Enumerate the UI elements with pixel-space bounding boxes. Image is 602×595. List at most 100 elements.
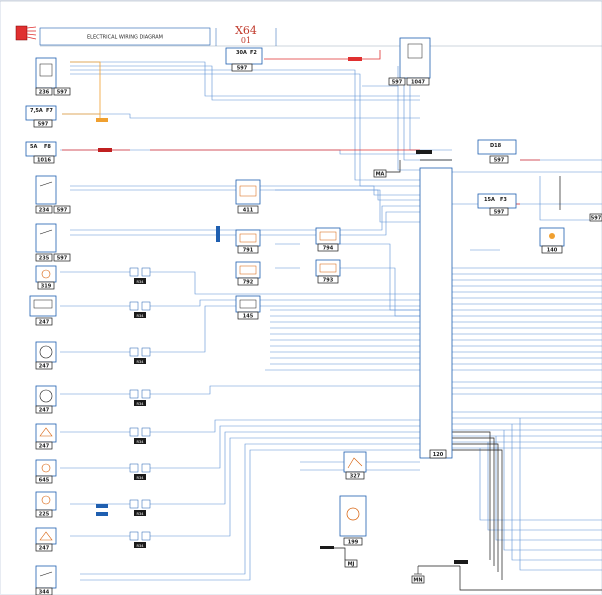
module-247-a: 247 [29, 295, 57, 326]
svg-text:597: 597 [494, 210, 505, 216]
svg-text:MA: MA [376, 172, 385, 178]
inline-connector: R34 [129, 347, 151, 364]
inline-connector: R34 [129, 463, 151, 480]
sensor-225: 225 [35, 491, 57, 518]
svg-text:794: 794 [323, 246, 334, 252]
ground-symbol-mj: MJ [344, 559, 358, 568]
lamp-247-d: 247 [35, 423, 57, 450]
svg-text:MN: MN [413, 578, 422, 584]
component-140: 140 [539, 227, 565, 254]
svg-text:597: 597 [57, 256, 68, 262]
svg-text:597: 597 [57, 90, 68, 96]
inline-connector-code: R34 [136, 440, 144, 444]
fuse-30a-f2: 30A F2 597 [225, 47, 263, 72]
svg-text:F7: F7 [46, 108, 53, 114]
code-597-right [589, 213, 602, 222]
lamp-247-e: 247 [35, 527, 57, 552]
svg-text:F8: F8 [44, 144, 51, 150]
inline-connector-code: R34 [136, 402, 144, 406]
gauge-247-c: 247 [35, 385, 57, 414]
black-connector-block-2 [454, 560, 468, 564]
inline-connector: R34 [129, 389, 151, 406]
svg-text:247: 247 [39, 546, 50, 552]
gauge-247-b: 247 [35, 341, 57, 370]
relay-1047: 597 1047 [388, 37, 431, 86]
svg-text:1016: 1016 [37, 158, 51, 164]
wires-red [62, 50, 540, 205]
svg-text:597: 597 [38, 122, 49, 128]
wires-orange [62, 61, 101, 120]
module-792: 792 [235, 261, 261, 286]
svg-text:F2: F2 [250, 50, 257, 56]
svg-text:645: 645 [39, 478, 50, 484]
inline-connector: R34 [129, 267, 151, 284]
sheet-id: X64 [235, 24, 257, 37]
svg-text:F3: F3 [500, 197, 507, 203]
sheet-sub: 01 [241, 36, 251, 45]
svg-text:1047: 1047 [411, 80, 425, 86]
svg-text:120: 120 [433, 452, 444, 458]
inline-connector-code: R34 [136, 314, 144, 318]
svg-text:MJ: MJ [348, 562, 355, 568]
inline-connector: R34 [129, 531, 151, 548]
module-793: 793 [315, 259, 341, 284]
connector-logo-icon [15, 25, 37, 41]
relay-236: 236 597 [35, 57, 71, 96]
fuse-d18: D18 597 [477, 139, 517, 164]
inline-connector-code: R34 [136, 544, 144, 548]
module-791: 791 [235, 229, 261, 254]
switch-235: 235 597 [35, 223, 71, 262]
svg-text:234: 234 [39, 208, 50, 214]
component-199: 199 [339, 495, 367, 546]
blue-vertical-connector [216, 226, 220, 242]
inline-connector-code: R34 [136, 512, 144, 516]
red-connector-block [98, 148, 112, 152]
inline-connector: R34 [129, 427, 151, 444]
inline-connector: R34 [129, 301, 151, 318]
svg-text:792: 792 [243, 280, 254, 286]
black-connector-block-3 [320, 546, 334, 549]
svg-text:236: 236 [39, 90, 50, 96]
switch-344: 344 [35, 565, 57, 595]
blue-connector-block-1 [96, 504, 108, 508]
svg-text:247: 247 [39, 320, 50, 326]
switch-234: 234 597 [35, 175, 71, 214]
svg-text:247: 247 [39, 444, 50, 450]
sensor-319: 319 [35, 265, 57, 290]
fuse-75a-f7: 7,5A F7 597 [25, 105, 57, 128]
inline-connector-code: R34 [136, 360, 144, 364]
svg-text:791: 791 [243, 248, 254, 254]
blue-connector-block-2 [96, 512, 108, 516]
fuse-5a-f8: 5A F8 1016 [25, 141, 57, 164]
svg-text:793: 793 [323, 278, 334, 284]
svg-text:7,5A: 7,5A [30, 108, 43, 114]
svg-text:225: 225 [39, 512, 50, 518]
svg-text:597: 597 [494, 158, 505, 164]
sensor-645: 645 [35, 459, 57, 484]
svg-text:597: 597 [57, 208, 68, 214]
svg-text:30A: 30A [236, 50, 247, 56]
svg-text:140: 140 [547, 248, 558, 254]
central-connector: 120 [419, 167, 453, 459]
wires-black [326, 159, 602, 591]
inline-connector-code: R34 [136, 280, 144, 284]
svg-text:344: 344 [39, 590, 50, 595]
svg-text:411: 411 [243, 208, 254, 214]
svg-text:247: 247 [39, 364, 50, 370]
code-597-right-label: 597 [591, 216, 602, 222]
module-411: 411 [235, 179, 261, 214]
module-145: 145 [235, 295, 261, 320]
connector-block-red [348, 57, 362, 61]
svg-text:145: 145 [243, 314, 254, 320]
svg-text:327: 327 [350, 474, 361, 480]
ground-symbol-ma: MA [373, 169, 387, 178]
svg-text:247: 247 [39, 408, 50, 414]
orange-connector-block [96, 118, 108, 122]
svg-text:319: 319 [41, 284, 52, 290]
ground-symbol-mn: MN [411, 566, 425, 584]
svg-text:597: 597 [392, 80, 403, 86]
inline-connector: R34 [129, 499, 151, 516]
